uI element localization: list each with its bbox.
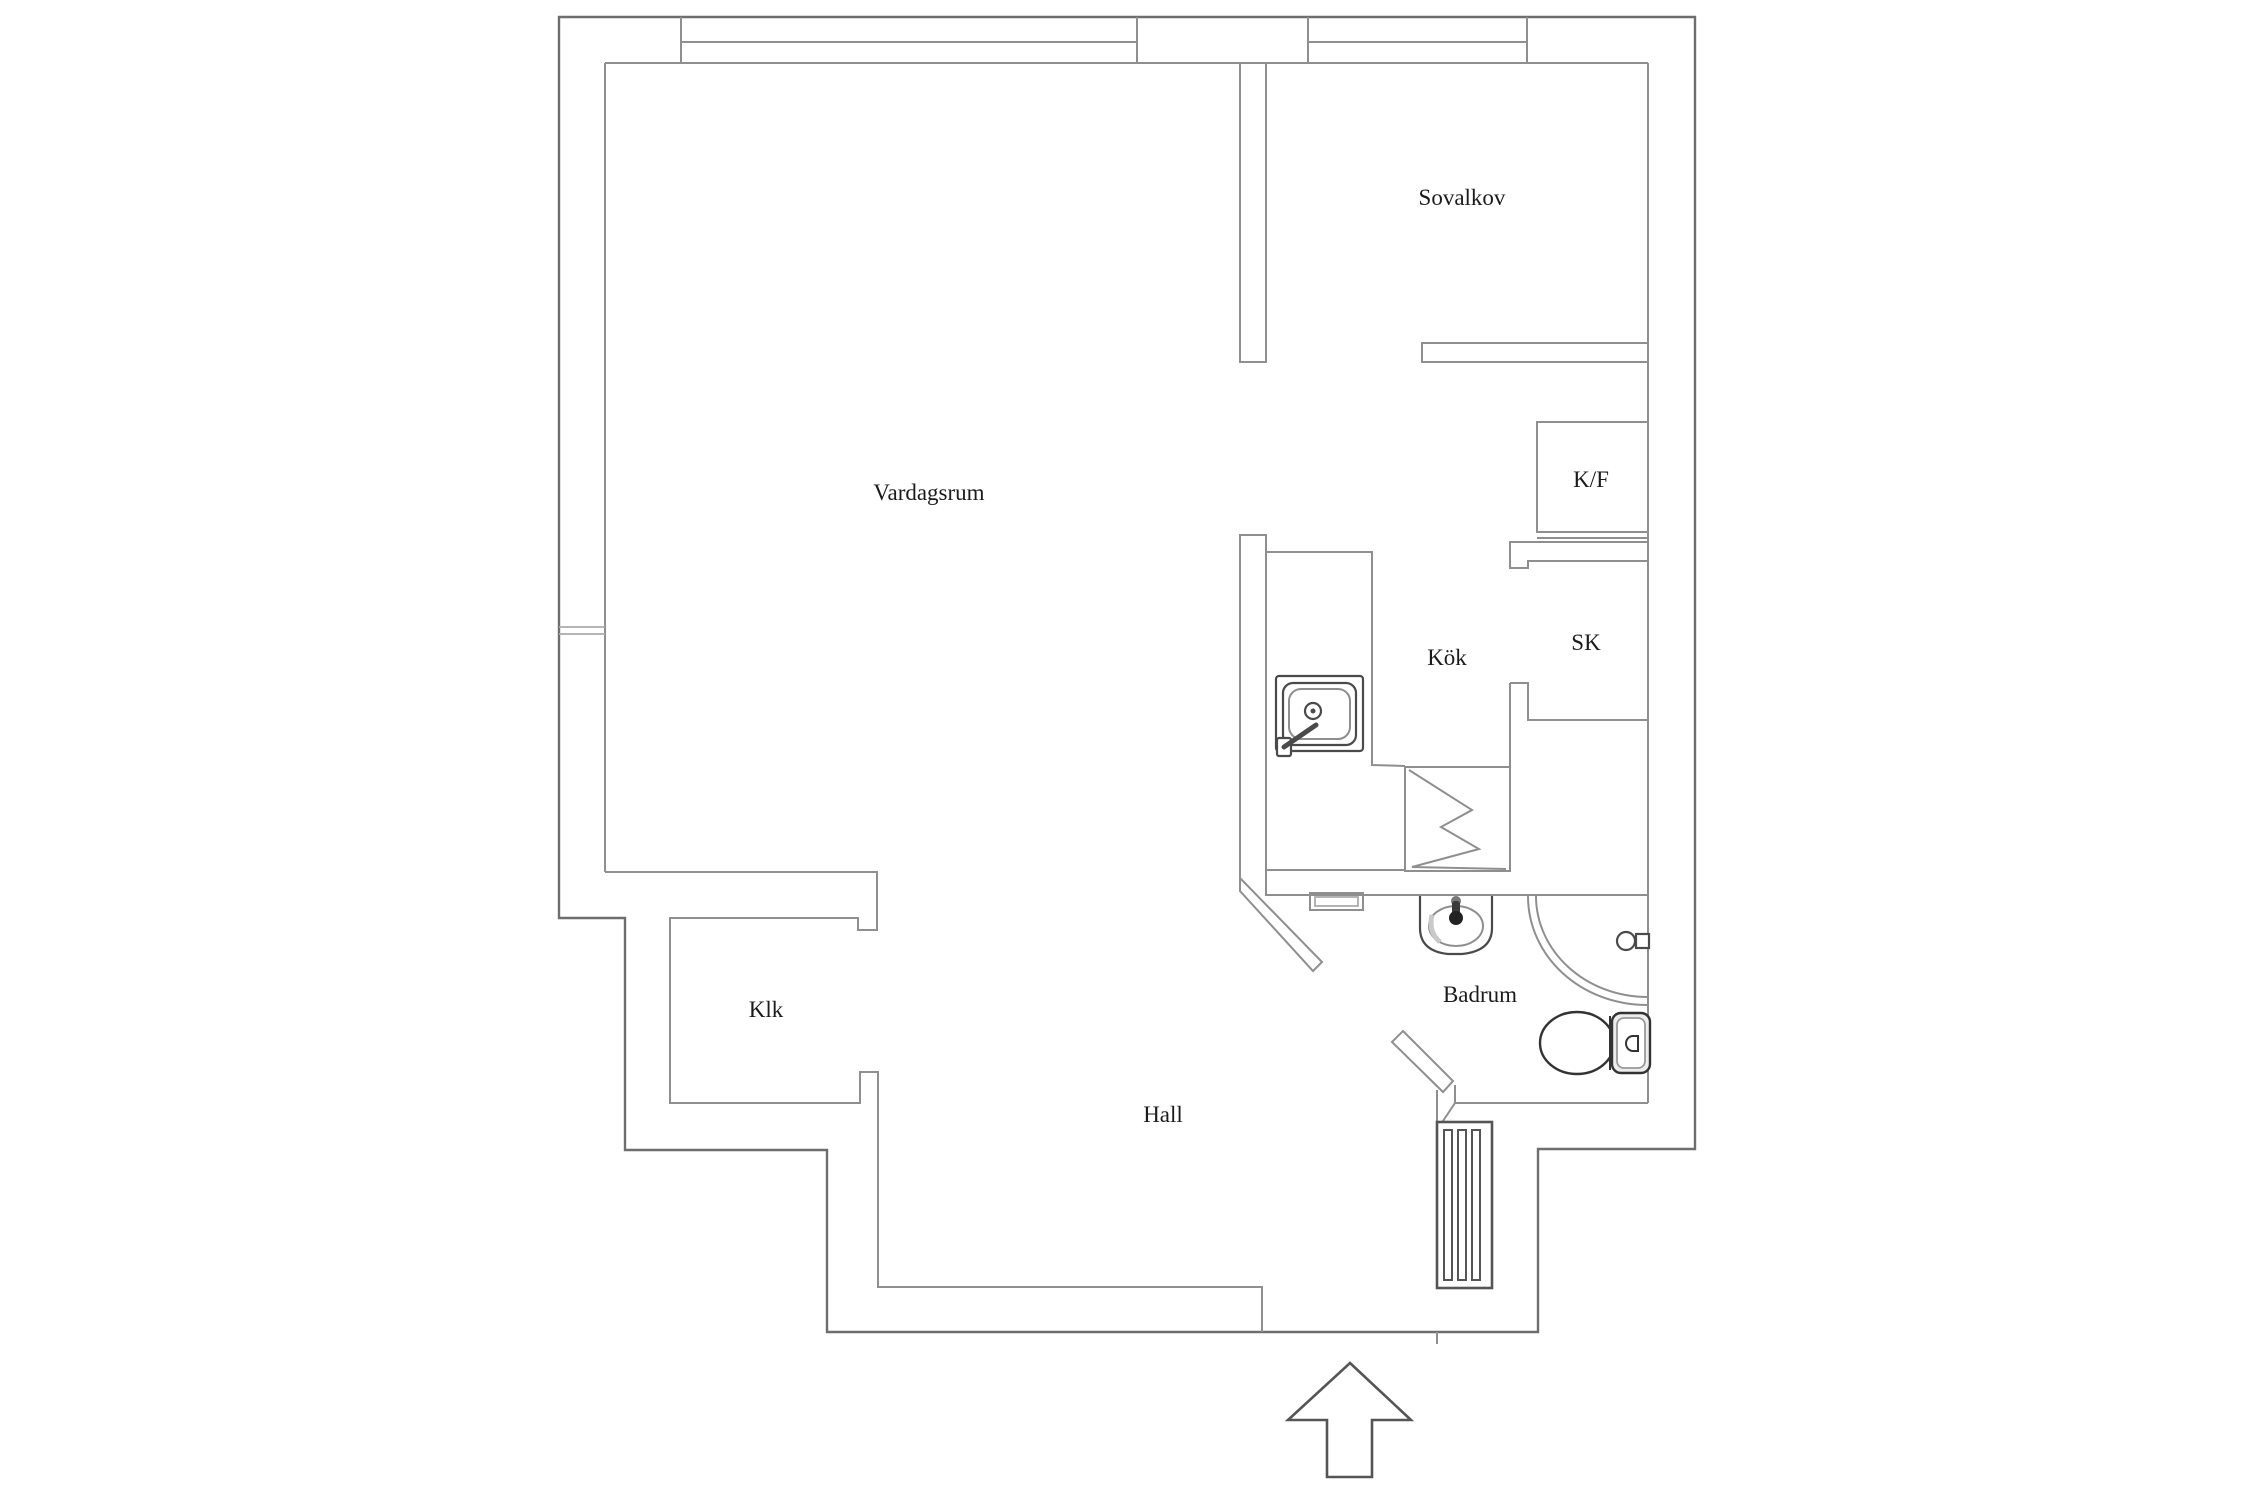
lightning-bolt-icon bbox=[1408, 769, 1507, 870]
radiator-slat bbox=[1471, 1129, 1481, 1281]
kitchen-sink-drain-dot bbox=[1310, 708, 1316, 714]
kitchen-faucet-lever bbox=[1281, 722, 1319, 750]
sk-top-wall bbox=[1509, 541, 1648, 569]
kitchen-sink-basin bbox=[1288, 688, 1351, 740]
vent-inner bbox=[1314, 896, 1359, 907]
radiator bbox=[1435, 1120, 1494, 1290]
radiator-frame bbox=[1435, 1120, 1494, 1290]
hall-wall-vent bbox=[1309, 892, 1364, 911]
west-wall-joint bbox=[559, 626, 605, 635]
bathroom-sink bbox=[1418, 896, 1494, 956]
outer-wall-outline bbox=[557, 15, 1697, 1334]
toilet-tank-inner bbox=[1616, 1017, 1646, 1069]
room-label-sovalkov: Sovalkov bbox=[1419, 185, 1506, 210]
kf-box bbox=[1536, 421, 1649, 533]
room-label-hall: Hall bbox=[1143, 1102, 1183, 1127]
inner-wall-lines bbox=[559, 17, 1649, 1344]
entrance-arrow-icon bbox=[1284, 1361, 1415, 1479]
shower-arc-outer bbox=[1527, 895, 1649, 1006]
sovalkov-south-wall bbox=[1421, 342, 1648, 363]
radiator-slat bbox=[1457, 1129, 1467, 1281]
bathroom-tap-dot bbox=[1449, 911, 1463, 925]
door-leaf-badrum bbox=[1390, 1029, 1455, 1094]
room-label-badrum: Badrum bbox=[1443, 982, 1517, 1007]
stove-outline bbox=[1404, 766, 1511, 872]
shower-arc-inner bbox=[1535, 895, 1649, 998]
room-label-vardagsrum: Vardagsrum bbox=[873, 480, 984, 505]
sk-bottom-wall bbox=[1510, 682, 1648, 721]
stove bbox=[1404, 766, 1511, 872]
door-leaf-kitchen-hall bbox=[1239, 875, 1324, 973]
toilet-bowl bbox=[1538, 1010, 1616, 1076]
room-label-kf: K/F bbox=[1573, 467, 1609, 492]
shower-head-mount bbox=[1634, 932, 1651, 950]
kf-appliance bbox=[1536, 421, 1649, 539]
room-label-sk: SK bbox=[1571, 630, 1601, 655]
toilet bbox=[1538, 1010, 1652, 1076]
hall-north-wall bbox=[1265, 870, 1648, 896]
vardagsrum-south-wall bbox=[605, 871, 1263, 1332]
partition-lower bbox=[1239, 534, 1267, 882]
shower-corner bbox=[1527, 895, 1651, 1006]
room-label-klk: Klk bbox=[749, 997, 784, 1022]
room-label-kok: Kök bbox=[1427, 645, 1467, 670]
radiator-slat bbox=[1443, 1129, 1453, 1281]
vent-outer bbox=[1309, 892, 1364, 911]
kitchen-counter-edge bbox=[1266, 551, 1406, 767]
bathroom-sink-shadow bbox=[1428, 914, 1442, 944]
toilet-flush-icon bbox=[1625, 1035, 1639, 1052]
partition-upper bbox=[1239, 63, 1267, 363]
kitchen-sink bbox=[1274, 674, 1365, 758]
shower-head-icon bbox=[1615, 930, 1637, 952]
